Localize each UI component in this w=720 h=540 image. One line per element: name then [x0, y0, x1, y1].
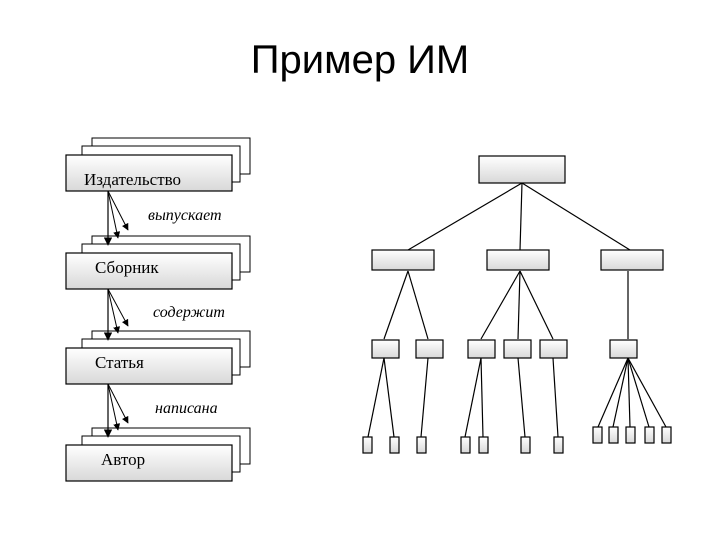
- tree-leaf-node: [520, 436, 531, 454]
- relation-fan-line: [107, 383, 129, 424]
- relation-fan-line: [107, 190, 121, 239]
- relation-fan-line: [107, 288, 121, 334]
- tree-edge: [383, 357, 395, 438]
- entity-label-author: Автор: [101, 450, 145, 469]
- tree-nodes: [362, 155, 672, 454]
- tree-leaf-node: [644, 426, 655, 444]
- tree-edge: [517, 270, 521, 340]
- tree-edge: [519, 270, 554, 340]
- entity-label-article: Статья: [95, 353, 144, 372]
- entity-box-author: [65, 444, 233, 482]
- tree-edge: [464, 357, 482, 438]
- relation-label-publishes: выпускает: [148, 207, 222, 224]
- tree-level2-node: [539, 339, 568, 359]
- entity-label-collection: Сборник: [95, 258, 159, 277]
- relation-connector-3: [103, 383, 129, 438]
- tree-leaf-node: [362, 436, 373, 454]
- relation-fan-line: [107, 288, 129, 327]
- tree-edge: [407, 182, 523, 251]
- tree-leaf-node: [625, 426, 636, 444]
- tree-leaf-node: [389, 436, 400, 454]
- relation-label-written: написана: [155, 400, 218, 417]
- slide-title: Пример ИМ: [250, 38, 470, 82]
- tree-leaf-node: [553, 436, 564, 454]
- tree-edge: [519, 182, 523, 251]
- relation-connector-2: [103, 288, 129, 341]
- tree-edge: [627, 357, 667, 428]
- tree-edge: [521, 182, 631, 251]
- tree-level2-node: [609, 339, 638, 359]
- tree-leaf-node: [608, 426, 619, 444]
- tree-edge: [420, 357, 429, 438]
- tree-level2-node: [467, 339, 496, 359]
- entity-stack-article: Статья: [65, 330, 251, 385]
- tree-leaf-node: [478, 436, 489, 454]
- tree-edge: [627, 357, 650, 428]
- tree-edge: [597, 357, 629, 428]
- entity-box-article: [65, 347, 233, 385]
- relation-connector-1: [103, 190, 129, 246]
- tree-leaf-node: [460, 436, 471, 454]
- tree-level1-node: [600, 249, 664, 271]
- tree-edge: [612, 357, 629, 428]
- tree-edge: [367, 357, 385, 438]
- tree-edge: [517, 357, 526, 438]
- entity-stack-collection: Сборник: [65, 235, 251, 290]
- tree-leaf-node: [592, 426, 603, 444]
- tree-edge: [480, 357, 484, 438]
- tree-leaf-node: [416, 436, 427, 454]
- tree-root-node: [478, 155, 566, 184]
- tree-level1-node: [486, 249, 550, 271]
- relation-label-contains: содержит: [153, 304, 225, 321]
- entity-stack-author: Автор: [65, 427, 251, 482]
- tree-edge: [552, 357, 559, 438]
- entity-label-publisher: Издательство: [84, 170, 181, 189]
- entity-box-collection: [65, 252, 233, 290]
- tree-level2-node: [503, 339, 532, 359]
- tree-edge: [383, 270, 409, 340]
- relation-fan-line: [107, 190, 129, 231]
- tree-leaf-node: [661, 426, 672, 444]
- relation-fan-line: [107, 383, 121, 431]
- tree-edge: [480, 270, 521, 340]
- tree-level2-node: [415, 339, 444, 359]
- hierarchy-tree: [367, 182, 667, 438]
- tree-edge: [627, 357, 631, 428]
- tree-level2-node: [371, 339, 400, 359]
- tree-edge: [407, 270, 429, 340]
- tree-level1-node: [371, 249, 435, 271]
- entity-stack-publisher: Издательство: [65, 137, 251, 192]
- entity-box-publisher: [65, 154, 233, 192]
